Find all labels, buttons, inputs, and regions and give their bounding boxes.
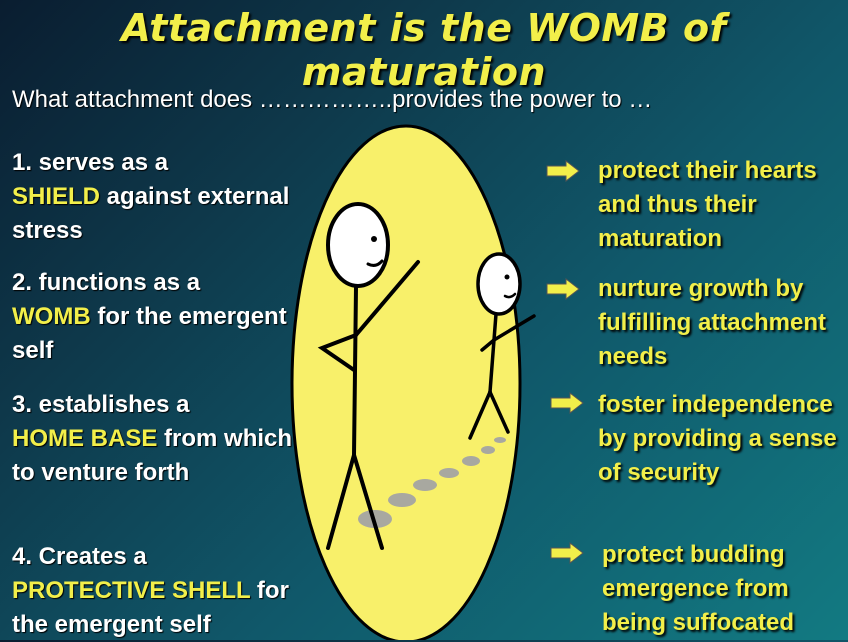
left-item-highlight: HOME BASE: [12, 425, 157, 452]
right-item-protect-emergence: protect budding emergence from being suf…: [602, 538, 842, 640]
right-arrow-icon: [546, 278, 580, 300]
left-item-womb: 2. functions as a WOMB for the emergent …: [12, 266, 312, 368]
right-arrow-icon: [546, 160, 580, 182]
right-item-protect-hearts: protect their hearts and thus their matu…: [598, 154, 828, 256]
left-item-protective-shell: 4. Creates a PROTECTIVE SHELL for the em…: [12, 540, 312, 642]
left-item-line-1: 2. functions as a: [12, 266, 312, 300]
left-item-shield: 1. serves as a SHIELD against external s…: [12, 146, 312, 248]
right-item-nurture-growth: nurture growth by fulfilling attachment …: [598, 272, 846, 374]
left-item-highlight: PROTECTIVE SHELL: [12, 577, 250, 604]
right-item-foster-independence: foster independence by providing a sense…: [598, 388, 846, 490]
right-arrow-icon: [550, 542, 584, 564]
left-item-line-1: 4. Creates a: [12, 540, 312, 574]
left-item-line-1: 1. serves as a: [12, 146, 312, 180]
left-item-highlight: WOMB: [12, 303, 91, 330]
right-arrow-icon: [550, 392, 584, 414]
left-item-home-base: 3. establishes a HOME BASE from which to…: [12, 388, 312, 490]
left-item-line-1: 3. establishes a: [12, 388, 312, 422]
left-item-highlight: SHIELD: [12, 183, 100, 210]
womb-oval: [292, 126, 520, 640]
